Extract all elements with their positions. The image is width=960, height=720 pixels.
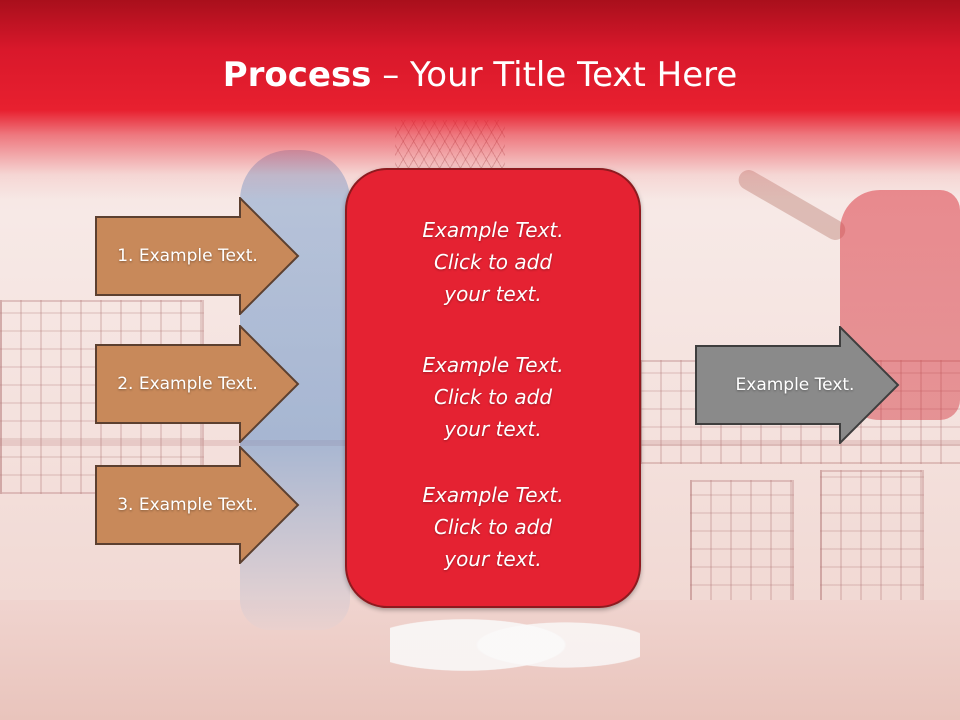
left-arrow-2-label: 2. Example Text. [117,374,258,394]
center-paragraph-3-line-3: your text. [444,547,542,571]
left-arrow-3[interactable]: 3. Example Text. [95,446,300,564]
center-paragraph-2: Example Text. Click to add your text. [347,349,639,445]
center-paragraph-1-line-1: Example Text. [422,218,564,242]
wall-bars [690,480,794,604]
right-arrow-label: Example Text. [735,375,855,395]
center-paragraph-2-line-1: Example Text. [422,353,564,377]
center-paragraph-1-line-3: your text. [444,282,542,306]
slide-title[interactable]: Process – Your Title Text Here [0,50,960,100]
wall-bars [820,470,924,604]
center-paragraph-1: Example Text. Click to add your text. [347,214,639,310]
center-text-box[interactable]: Example Text. Click to add your text. Ex… [345,168,641,608]
left-arrow-1-label: 1. Example Text. [117,246,258,266]
center-paragraph-2-line-3: your text. [444,417,542,441]
slide-title-rest: – Your Title Text Here [371,55,738,95]
slide-title-bold: Process [222,55,372,95]
center-paragraph-3-line-1: Example Text. [422,483,564,507]
center-paragraph-1-line-2: Click to add [433,250,553,274]
center-paragraph-2-line-2: Click to add [433,385,553,409]
center-paragraph-3: Example Text. Click to add your text. [347,479,639,575]
left-arrow-1[interactable]: 1. Example Text. [95,197,300,315]
player-shoes [390,600,640,690]
title-band [0,0,960,200]
left-arrow-2[interactable]: 2. Example Text. [95,325,300,443]
center-paragraph-3-line-2: Click to add [433,515,553,539]
right-arrow[interactable]: Example Text. [695,326,900,444]
left-arrow-3-label: 3. Example Text. [117,495,258,515]
